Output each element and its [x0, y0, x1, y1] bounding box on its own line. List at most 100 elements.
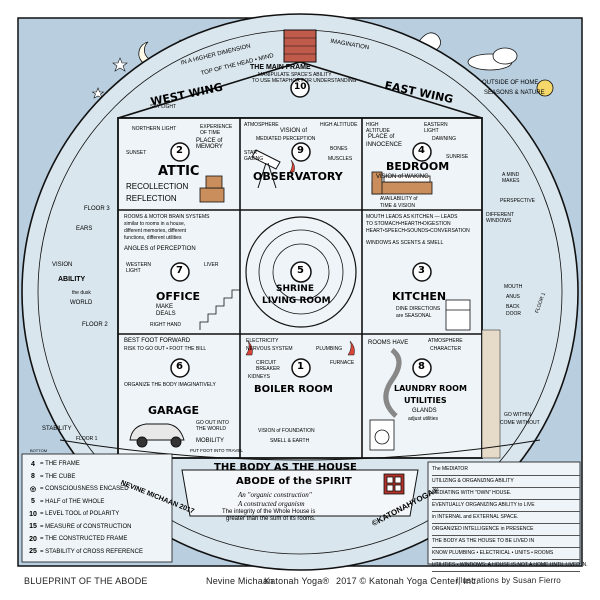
shrine-title2: LIVING ROOM [262, 296, 331, 306]
attic-title: ATTIC [158, 164, 200, 179]
perspective-label: PERSPECTIVE [500, 198, 536, 204]
shrine-spiral [245, 216, 357, 328]
office-title: OFFICE [156, 290, 201, 303]
stairs-office [199, 289, 240, 330]
bedroom-title: BEDROOM [386, 160, 450, 173]
attic-boxes [199, 175, 225, 203]
legend-text: = THE CUBE [40, 473, 76, 480]
a-mind-label: A MIND MAKES [502, 172, 520, 184]
attic-note3: NORTHERN LIGHT [132, 126, 177, 132]
house-frame [117, 117, 483, 459]
office-note5: ANGLES of PERCEPTION [124, 246, 196, 252]
boiler-note7: VISION of FOUNDATION [258, 428, 315, 434]
shrine-title: SHRINE [276, 284, 314, 294]
attic-note1: EXPERIENCE OF TIME [200, 124, 233, 136]
garage-note4: GO OUT INTO THE WORLD [196, 420, 229, 432]
roof-number: 10 [294, 82, 307, 92]
boiler-note2: NERVOUS SYSTEM [246, 346, 293, 352]
caption-title: BLUEPRINT OF THE ABODE [24, 576, 148, 586]
center-banner [181, 469, 419, 517]
boiler-note8: SMELL & EARTH [270, 438, 310, 444]
legend-text: = THE FRAME [40, 461, 80, 468]
observatory-title: OBSERVATORY [253, 170, 343, 183]
bedroom-line3: TIME & VISION [380, 203, 416, 209]
caption-author: Nevine Michaan [206, 576, 274, 586]
bedroom-number: 4 [418, 145, 425, 156]
center-line-5: The integrity of the Whole House is [222, 509, 316, 515]
bedroom-note2: PLACE of [368, 134, 395, 140]
boiler-title: BOILER ROOM [254, 384, 333, 395]
laundry-number: 8 [418, 361, 425, 372]
bedroom-note5: DAWNING [432, 136, 456, 142]
garage-note1: BEST FOOT FORWARD [124, 338, 191, 344]
right-note-line: KNOW PLUMBING • ELECTRICAL • UNITS • ROO… [432, 548, 580, 560]
boiler-note4: PLUMBING [316, 346, 343, 352]
center-line-3: An "organic construction" [238, 491, 312, 499]
dryer-duct [383, 347, 402, 418]
bed-icon [371, 171, 433, 195]
bottom-label: BOTTOM [30, 448, 48, 453]
observatory-number: 9 [297, 145, 304, 156]
legend-symbol: 8 [31, 473, 35, 481]
flame-icons [245, 159, 355, 356]
ears-label: EARS [76, 226, 93, 232]
boiler-note5: FURNACE [330, 360, 355, 366]
office-note3: different memories, different [124, 228, 187, 234]
floor1-label: FLOOR 1 [76, 436, 98, 442]
legend-text: = STABILITY of CROSS REFERENCE [40, 548, 143, 555]
stove-icon [445, 299, 471, 331]
door-label: DOOR [506, 311, 521, 317]
office-note6: WESTERN LIGHT [126, 262, 151, 274]
kitchen-note2: TO STOMACH•HEARTH•DIGESTION [366, 221, 451, 227]
legend-row: 25= STABILITY of CROSS REFERENCE [26, 546, 172, 559]
attic-number: 2 [176, 145, 183, 156]
car-icon [129, 423, 185, 448]
world-label: WORLD [70, 300, 93, 306]
stability-label: STABILITY [42, 426, 72, 432]
caption-illustrator: Illustrations by Susan Fierro [456, 576, 561, 585]
office-note8: RIGHT HAND [150, 322, 182, 328]
right-note-line: UTILITIES • WINDOWS: A HOUSE IS NOT A HO… [432, 560, 588, 572]
attic-note2: PLACE of MEMORY [196, 138, 223, 150]
legend-row: 10= LEVEL TOOL of POLARITY [26, 508, 172, 521]
mouth-label: MOUTH [504, 284, 523, 290]
kitchen-note6: are SEASONAL [396, 313, 432, 319]
observatory-note1: ATMOSPHERE [244, 122, 279, 128]
bedroom-note6: SUNRISE [446, 154, 469, 160]
imagination-label: IMAGINATION [329, 38, 370, 52]
center-title-1: THE BODY AS THE HOUSE [214, 462, 357, 473]
laundry-note1: ROOMS HAVE [368, 340, 409, 346]
office-note2: similar to rooms in a house, [124, 221, 186, 227]
observatory-note5: STAR GAZING [244, 150, 264, 162]
office-note7: LIVER [204, 262, 219, 268]
laundry-note5: adjust utilities [408, 416, 439, 422]
attic-note4: SUNSET [126, 150, 147, 156]
observatory-note4: MEDIATED PERCEPTION [256, 136, 316, 142]
legend-text: = MEASURE of CONSTRUCTION [40, 523, 132, 530]
right-note-line: in INTERNAL and EXTERNAL SPACE. [432, 512, 580, 524]
different-windows-label: DIFFERENT WINDOWS [486, 212, 514, 224]
legend-row: 5= HALF of THE WHOLE [26, 496, 172, 509]
washing-machine-icon [369, 419, 395, 451]
right-note-line: ORGANIZED INTELLIGENCE in PRESENCE [432, 524, 580, 536]
office-number: 7 [176, 265, 183, 276]
office-note1: ROOMS & MOTOR BRAIN SYSTEMS [124, 214, 210, 220]
outside-home-label: OUTSIDE OF HOME [482, 80, 539, 86]
office-line2: DEALS [156, 311, 176, 317]
observatory-note3: VISION of [280, 128, 308, 134]
sky-light-label: SKY LIGHT [150, 104, 177, 110]
right-note-line: MEDIATING WITH "OWN" HOUSE. [432, 488, 580, 500]
legend-symbol: ◎ [29, 486, 37, 494]
chimney-bricks [284, 37, 316, 55]
attic-line1: RECOLLECTION [126, 182, 189, 191]
katonah-emblem-icon [383, 473, 405, 495]
kitchen-note5: DINE DIRECTIONS [396, 306, 441, 312]
garage-note5: MOBILITY [196, 438, 225, 444]
caption-brand: Katonah Yoga® [264, 576, 330, 586]
vision-label: VISION [52, 262, 73, 268]
office-note4: functions, different utilities [124, 235, 182, 241]
center-title-2: ABODE of the SPIRIT [236, 476, 352, 487]
bedroom-note4: EASTERN LIGHT [424, 122, 448, 134]
